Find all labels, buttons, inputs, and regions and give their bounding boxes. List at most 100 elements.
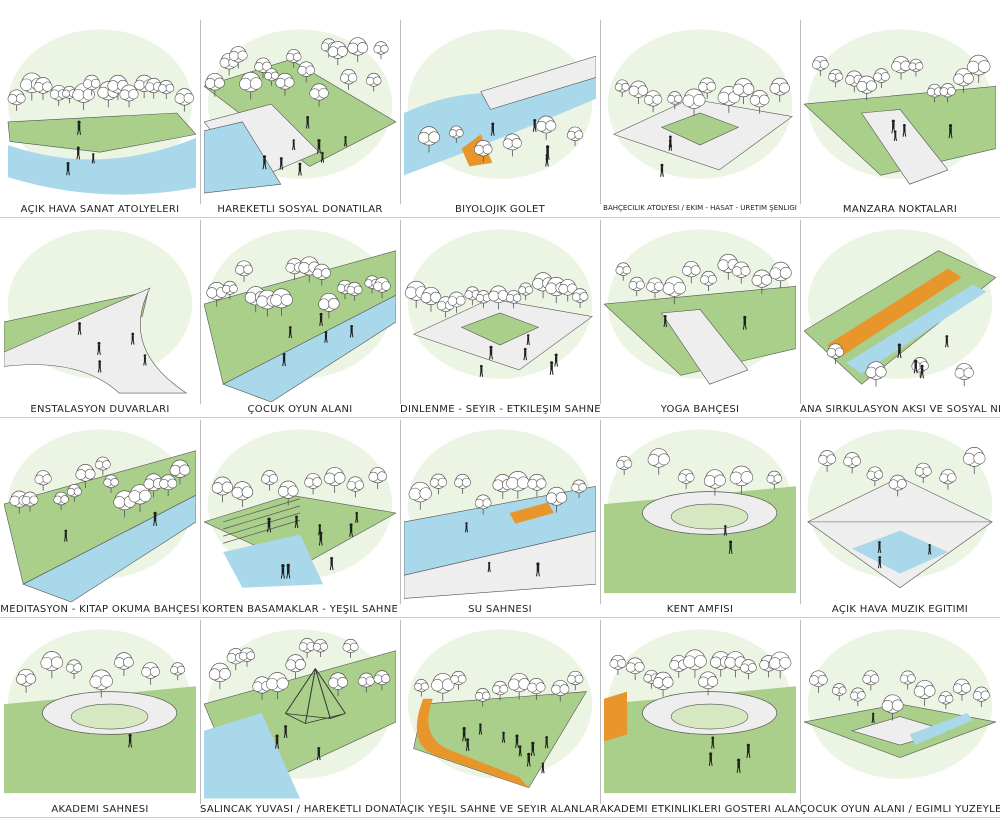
tree-icon — [527, 473, 547, 497]
caption-underline — [200, 817, 400, 818]
tree-icon — [447, 291, 466, 314]
person-figure — [76, 146, 81, 160]
tree-icon — [418, 126, 440, 153]
person-figure — [487, 561, 491, 573]
water-runnel — [909, 713, 973, 746]
panel-caption: SU SAHNESİ — [468, 604, 532, 615]
person-figure — [77, 322, 82, 335]
person-figure — [349, 523, 353, 537]
tree-icon — [952, 678, 972, 701]
panel-divider — [200, 620, 201, 804]
panel-caption: AÇIK HAVA SANAT ATÖLYELERİ — [20, 204, 180, 215]
panel-divider — [200, 20, 201, 204]
tree-icon — [454, 473, 471, 495]
tree-icon — [703, 469, 726, 496]
tree-icon — [729, 465, 754, 494]
tree-icon — [628, 80, 649, 104]
caption-underline — [200, 217, 400, 218]
tree-icon — [404, 280, 428, 309]
panel-illustration — [604, 229, 796, 385]
person-figure — [462, 726, 467, 742]
tree-icon — [766, 470, 783, 490]
tree-icon — [953, 68, 974, 93]
water-edge — [223, 534, 324, 588]
panel-illustration — [604, 629, 796, 794]
tree-icon — [346, 281, 363, 301]
tree-icon — [373, 41, 389, 60]
panel-caption: ENSTALASYON DUVARLARI — [30, 404, 170, 415]
tree-icon — [751, 269, 773, 295]
caption-underline — [400, 217, 600, 218]
panel-divider — [400, 620, 401, 804]
person-figure — [286, 563, 291, 579]
panel-illustration — [804, 229, 996, 387]
tree-icon — [966, 54, 991, 83]
person-figure — [489, 345, 493, 360]
person-figure — [64, 529, 68, 542]
stage-deck — [509, 502, 554, 524]
tree-icon — [40, 651, 64, 679]
person-figure — [728, 540, 733, 554]
panel-illustration — [204, 429, 396, 588]
tree-icon — [491, 680, 509, 701]
person-figure — [668, 139, 672, 151]
tree-icon — [954, 363, 974, 387]
diagram-panel: SALINCAK YUVASI / HAREKETLİ DONATILAR — [200, 620, 400, 820]
person-figure — [723, 525, 727, 536]
person-figure — [464, 522, 469, 533]
diagram-panel: AÇIK HAVA SANAT ATÖLYELERİ — [0, 20, 200, 220]
caption-underline — [200, 617, 400, 618]
planting-bed — [660, 112, 740, 146]
boardwalk — [480, 55, 596, 110]
tree-icon — [881, 694, 904, 721]
tree-icon — [89, 669, 113, 698]
tree-icon — [368, 467, 387, 490]
tree-icon — [94, 456, 111, 476]
panel-caption: YOGA BAHÇESİ — [660, 404, 740, 415]
tree-icon — [698, 77, 717, 100]
diagram-panel: ENSTALASYON DUVARLARI — [0, 220, 200, 420]
panel-caption: ÇOCUK OYUN ALANI / EĞİMLİ YÜZEYLER — [800, 804, 1000, 815]
tree-icon — [339, 69, 358, 90]
tree-icon — [373, 277, 391, 299]
panel-divider — [800, 220, 801, 404]
tree-icon — [527, 677, 546, 700]
panel-divider — [600, 620, 601, 804]
person-figure — [77, 120, 82, 135]
tree-icon — [873, 68, 890, 89]
person-figure — [153, 511, 158, 526]
tree-icon — [304, 473, 322, 495]
tree-icon — [275, 72, 295, 96]
person-figure — [479, 364, 484, 377]
tree-icon — [323, 467, 346, 493]
diagram-panel: BAHÇECİLİK ATÖLYESİ / EKİM - HASAT - ÜRE… — [600, 20, 800, 220]
panel-divider — [800, 20, 801, 204]
panel-illustration — [204, 29, 396, 194]
person-figure — [275, 734, 280, 749]
person-figure — [708, 752, 713, 766]
tree-icon — [508, 672, 531, 700]
person-figure — [355, 511, 359, 523]
promenade — [404, 530, 596, 599]
tree-icon — [346, 476, 365, 498]
caption-underline — [400, 417, 600, 418]
tree-icon — [939, 469, 957, 490]
tree-icon — [769, 261, 792, 289]
corten-step — [223, 519, 301, 544]
tree-icon — [373, 670, 391, 691]
tree-icon — [211, 476, 234, 503]
diagram-panel: BİYOLOJİK GÖLET — [400, 20, 600, 220]
person-figure — [97, 341, 101, 355]
tree-icon — [119, 84, 139, 108]
diagram-panel: MEDİTASYON - KİTAP OKUMA BAHÇESİ — [0, 420, 200, 620]
tree-icon — [536, 115, 557, 140]
person-figure — [349, 325, 354, 338]
tree-icon — [888, 474, 907, 497]
tree-icon — [318, 292, 340, 319]
person-figure — [711, 736, 715, 749]
diagram-panel: AÇIK HAVA MÜZİK EĞİTİMİ — [800, 420, 1000, 620]
caption-underline — [800, 617, 1000, 618]
accent-wall — [604, 691, 628, 742]
tree-icon — [174, 88, 195, 112]
